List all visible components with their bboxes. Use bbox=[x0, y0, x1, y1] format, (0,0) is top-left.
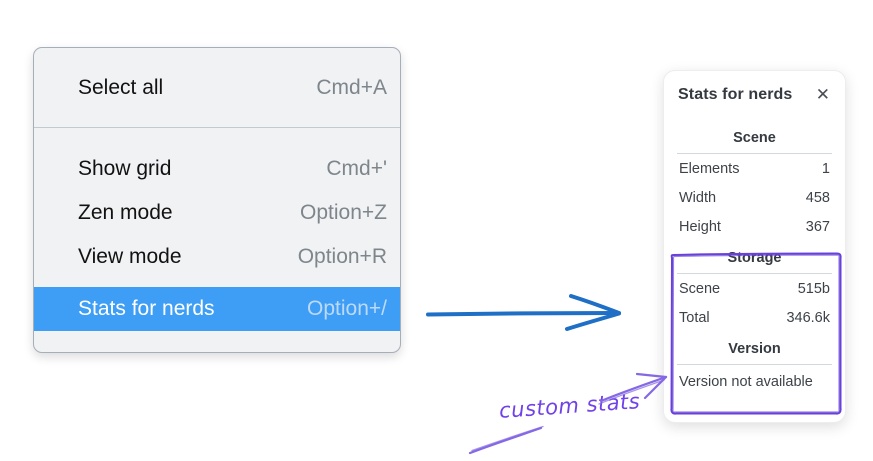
version-message: Version not available bbox=[679, 374, 813, 390]
stat-row-height: Height 367 bbox=[674, 212, 835, 241]
stat-label: Width bbox=[679, 189, 717, 206]
connector-arrow bbox=[426, 294, 621, 331]
stat-row-total-storage: Total 346.6k bbox=[674, 303, 835, 332]
stat-label: Elements bbox=[679, 160, 740, 177]
menu-item-shortcut: Cmd+A bbox=[316, 75, 387, 99]
scene-section-heading: Scene bbox=[733, 130, 776, 146]
menu-item-label: Stats for nerds bbox=[78, 297, 215, 320]
close-icon[interactable]: ✕ bbox=[815, 85, 830, 104]
stat-value: 346.6k bbox=[786, 309, 830, 326]
context-menu-section-bottom: Show grid Cmd+' Zen mode Option+Z View m… bbox=[34, 127, 400, 352]
menu-item-shortcut: Cmd+' bbox=[326, 157, 387, 180]
stat-label: Height bbox=[679, 218, 721, 235]
menu-item-stats-for-nerds[interactable]: Stats for nerds Option+/ bbox=[34, 287, 400, 331]
stat-row-width: Width 458 bbox=[674, 183, 835, 212]
stat-label: Scene bbox=[679, 280, 721, 297]
version-section-heading: Version bbox=[728, 341, 781, 357]
menu-item-view-mode[interactable]: View mode Option+R bbox=[34, 235, 400, 279]
stats-panel-title: Stats for nerds bbox=[678, 85, 793, 103]
stat-value: 367 bbox=[805, 218, 830, 235]
menu-item-select-all[interactable]: Select all Cmd+A bbox=[34, 48, 400, 127]
custom-stats-handwritten-label: custom stats bbox=[498, 389, 641, 423]
stat-value: 458 bbox=[805, 189, 830, 206]
stat-value: 1 bbox=[821, 160, 830, 177]
stat-row-scene-storage: Scene 515b bbox=[674, 274, 835, 303]
menu-item-shortcut: Option+Z bbox=[300, 201, 387, 224]
menu-item-label: Show grid bbox=[78, 157, 172, 180]
menu-item-show-grid[interactable]: Show grid Cmd+' bbox=[34, 147, 400, 191]
stat-row-elements: Elements 1 bbox=[674, 154, 835, 183]
stats-panel: Stats for nerds ✕ Scene Elements 1 Width… bbox=[663, 70, 846, 423]
menu-item-label: Select all bbox=[78, 75, 164, 99]
stat-value: 515b bbox=[797, 280, 830, 297]
menu-item-shortcut: Option+/ bbox=[307, 297, 387, 320]
section-divider bbox=[677, 153, 832, 154]
menu-item-shortcut: Option+R bbox=[297, 245, 387, 268]
menu-item-zen-mode[interactable]: Zen mode Option+Z bbox=[34, 191, 400, 235]
context-menu: Select all Cmd+A Show grid Cmd+' Zen mod… bbox=[33, 47, 401, 353]
stat-label: Total bbox=[679, 309, 710, 326]
context-menu-section-top: Select all Cmd+A bbox=[34, 48, 400, 127]
storage-section-heading: Storage bbox=[727, 250, 782, 266]
menu-item-label: View mode bbox=[78, 245, 182, 268]
menu-item-label: Zen mode bbox=[78, 201, 173, 224]
